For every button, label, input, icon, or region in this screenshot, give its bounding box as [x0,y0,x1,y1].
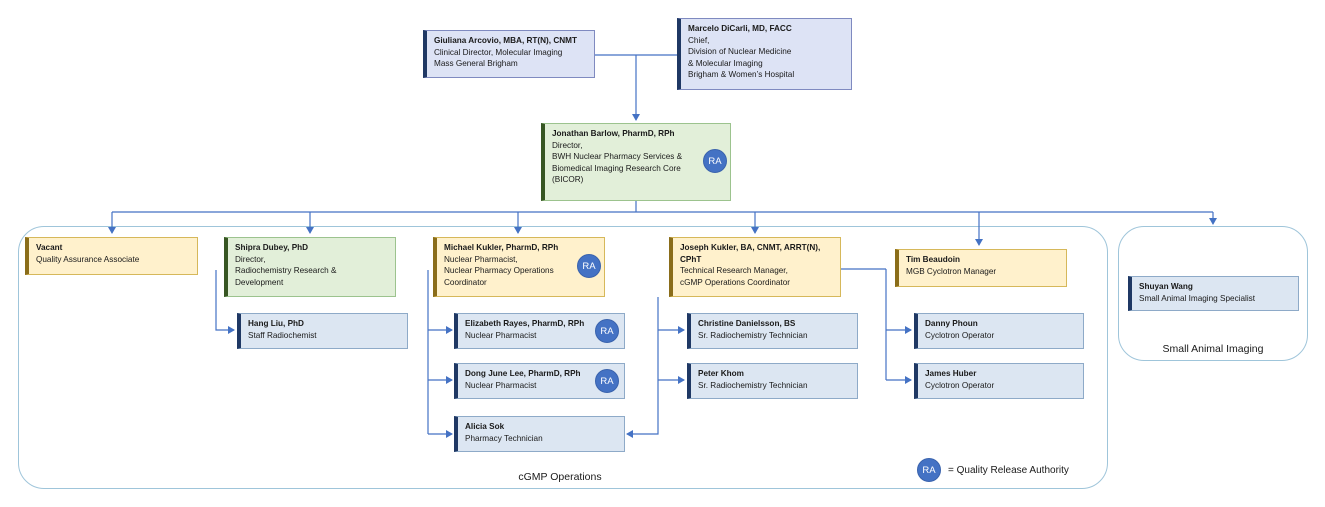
person-title: (BICOR) [552,175,584,185]
person-name: Tim Beaudoin [906,255,960,264]
box-giuliana-arcovio: Giuliana Arcovio, MBA, RT(N), CNMT Clini… [423,30,595,78]
person-title: cGMP Operations Coordinator [680,277,790,287]
ra-badge-michael-kukler: RA [577,254,601,278]
person-title: Technical Research Manager, [680,266,788,276]
box-tim-beaudoin: Tim Beaudoin MGB Cyclotron Manager [895,249,1067,287]
legend-text: = Quality Release Authority [948,465,1069,476]
box-james-huber: James Huber Cyclotron Operator [914,363,1084,399]
person-title: Director, [552,140,583,150]
person-title: Development [235,277,284,287]
person-name: Danny Phoun [925,319,978,328]
person-name: Marcelo DiCarli, MD, FACC [688,24,792,33]
person-title: Quality Assurance Associate [36,254,140,264]
box-shipra-dubey: Shipra Dubey, PhD Director, Radiochemist… [224,237,396,297]
cgmp-operations-label: cGMP Operations [518,471,602,483]
person-title: & Molecular Imaging [688,58,763,68]
person-title: MGB Cyclotron Manager [906,266,997,276]
person-name: Michael Kukler, PharmD, RPh [444,243,559,252]
small-animal-imaging-label: Small Animal Imaging [1162,343,1264,355]
ra-badge-barlow: RA [703,149,727,173]
box-joseph-kukler: Joseph Kukler, BA, CNMT, ARRT(N), CPhT T… [669,237,841,297]
person-title: Director, [235,254,266,264]
person-name: Joseph Kukler, BA, CNMT, ARRT(N), [680,243,821,252]
person-title: Pharmacy Technician [465,433,543,443]
box-hang-liu: Hang Liu, PhD Staff Radiochemist [237,313,408,349]
legend-ra-badge: RA [917,458,941,482]
ra-badge-elizabeth-rayes: RA [595,319,619,343]
person-name: Vacant [36,243,63,252]
person-name: Shuyan Wang [1139,282,1193,291]
box-danny-phoun: Danny Phoun Cyclotron Operator [914,313,1084,349]
person-title: Cyclotron Operator [925,380,995,390]
person-title: Radiochemistry Research & [235,266,337,276]
person-name: Alicia Sok [465,422,505,431]
box-shuyan-wang: Shuyan Wang Small Animal Imaging Special… [1128,276,1299,311]
person-title: Nuclear Pharmacist [465,330,537,340]
person-title: Nuclear Pharmacist [465,380,537,390]
person-title: Sr. Radiochemistry Technician [698,380,808,390]
box-peter-khom: Peter Khom Sr. Radiochemistry Technician [687,363,858,399]
person-name: Hang Liu, PhD [248,319,304,328]
box-marcelo-dicarli: Marcelo DiCarli, MD, FACC Chief, Divisio… [677,18,852,90]
person-title: Nuclear Pharmacy Operations [444,266,554,276]
person-name: Peter Khom [698,369,744,378]
person-title: Chief, [688,35,710,45]
person-name: Giuliana Arcovio, MBA, RT(N), CNMT [434,36,577,45]
person-title: Coordinator [444,277,487,287]
person-name: Dong June Lee, PharmD, RPh [465,369,581,378]
box-dong-june-lee: Dong June Lee, PharmD, RPh Nuclear Pharm… [454,363,625,399]
person-title: Biomedical Imaging Research Core [552,163,681,173]
person-title: BWH Nuclear Pharmacy Services & [552,152,683,162]
box-michael-kukler: Michael Kukler, PharmD, RPh Nuclear Phar… [433,237,605,297]
person-title: Cyclotron Operator [925,330,995,340]
person-title: Division of Nuclear Medicine [688,47,792,57]
ra-badge-dong-june-lee: RA [595,369,619,393]
connector-dubey-liu [215,270,235,334]
person-title: Sr. Radiochemistry Technician [698,330,808,340]
person-name: James Huber [925,369,977,378]
person-title: Clinical Director, Molecular Imaging [434,47,563,57]
box-vacant-qa: Vacant Quality Assurance Associate [25,237,198,275]
person-title: Staff Radiochemist [248,330,317,340]
small-animal-imaging-group [1118,226,1308,361]
person-title: Brigham & Women’s Hospital [688,70,795,80]
person-title: Small Animal Imaging Specialist [1139,293,1256,303]
box-alicia-sok: Alicia Sok Pharmacy Technician [454,416,625,452]
cgmp-operations-group [18,226,1108,489]
person-name: Jonathan Barlow, PharmD, RPh [552,129,675,138]
person-name: Shipra Dubey, PhD [235,243,309,252]
person-title: CPhT [680,254,702,264]
box-christine-danielsson: Christine Danielsson, BS Sr. Radiochemis… [687,313,858,349]
person-name: Elizabeth Rayes, PharmD, RPh [465,319,585,328]
person-title: Nuclear Pharmacist, [444,254,518,264]
person-title: Mass General Brigham [434,59,518,69]
connector-jkukler-spine [626,297,659,438]
box-jonathan-barlow: Jonathan Barlow, PharmD, RPh Director, B… [541,123,731,201]
person-name: Christine Danielsson, BS [698,319,796,328]
